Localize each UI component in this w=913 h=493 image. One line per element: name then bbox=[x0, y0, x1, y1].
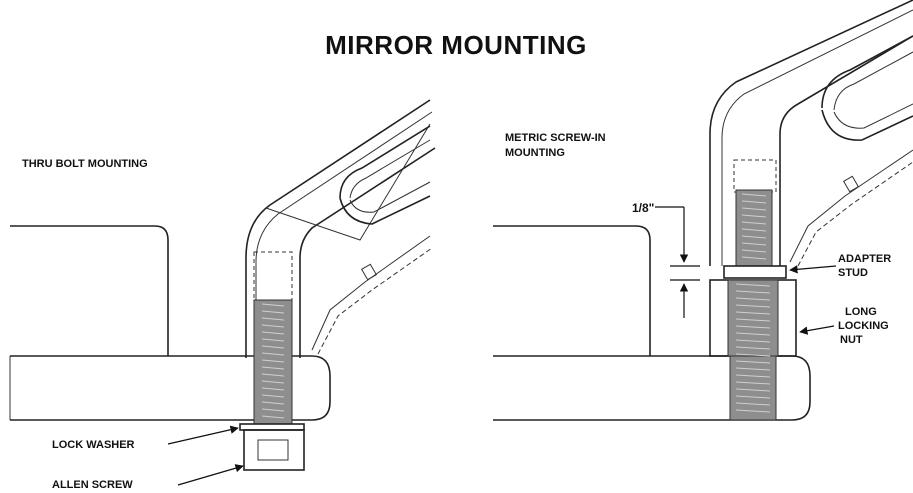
thread-tick bbox=[735, 381, 771, 385]
thread-tick bbox=[741, 249, 767, 253]
long-locking-nut bbox=[709, 279, 797, 421]
thread-tick bbox=[741, 193, 767, 197]
thread-tick bbox=[741, 207, 767, 211]
thread-tick bbox=[735, 339, 771, 343]
nut-label-line1: LONG bbox=[845, 306, 877, 318]
thread-tick bbox=[261, 387, 285, 391]
thread-tick bbox=[735, 290, 771, 294]
thread-tick bbox=[735, 409, 771, 413]
thread-tick bbox=[741, 200, 767, 204]
allen-screw-head bbox=[243, 429, 305, 471]
nut-arrow bbox=[799, 325, 835, 335]
thread-tick bbox=[261, 366, 285, 370]
left-base-plate bbox=[10, 355, 331, 421]
thread-tick bbox=[261, 401, 285, 405]
thread-tick bbox=[741, 242, 767, 246]
right-heading-line2: MOUNTING bbox=[505, 147, 565, 159]
thread-tick bbox=[261, 331, 285, 335]
left-mirror-housing bbox=[10, 225, 169, 356]
page-title: MIRROR MOUNTING bbox=[325, 30, 587, 60]
thread-tick bbox=[735, 353, 771, 357]
thread-tick bbox=[261, 359, 285, 363]
thread-tick bbox=[261, 380, 285, 384]
right-base-plate bbox=[493, 355, 811, 421]
adapter-label-line2: STUD bbox=[838, 267, 868, 279]
thread-tick bbox=[261, 415, 285, 419]
left-thru-bolt bbox=[253, 251, 293, 425]
thread-tick bbox=[261, 324, 285, 328]
right-panel: METRIC SCREW-IN MOUNTING bbox=[493, 0, 913, 421]
thread-tick bbox=[261, 310, 285, 314]
thread-tick bbox=[735, 360, 771, 364]
thread-tick bbox=[735, 297, 771, 301]
thread-tick bbox=[741, 214, 767, 218]
thread-tick bbox=[741, 228, 767, 232]
right-mirror-housing bbox=[493, 225, 651, 356]
adapter-label-line1: ADAPTER bbox=[838, 253, 891, 265]
thread-tick bbox=[261, 317, 285, 321]
left-panel: THRU BOLT MOUNTING LO bbox=[9, 99, 436, 491]
right-heading-line1: METRIC SCREW-IN bbox=[505, 132, 606, 144]
thread-tick bbox=[741, 221, 767, 225]
thread-tick bbox=[741, 235, 767, 239]
thread-tick bbox=[735, 332, 771, 336]
right-mirror-arm bbox=[709, 0, 913, 267]
thread-tick bbox=[741, 256, 767, 260]
thread-tick bbox=[735, 283, 771, 287]
thread-tick bbox=[261, 338, 285, 342]
lock-washer-label: LOCK WASHER bbox=[52, 439, 135, 451]
thread-tick bbox=[261, 303, 285, 307]
thread-tick bbox=[735, 395, 771, 399]
thread-tick bbox=[261, 373, 285, 377]
allen-screw-label: ALLEN SCREW bbox=[52, 479, 133, 491]
thread-tick bbox=[261, 408, 285, 412]
left-mirror-arm bbox=[245, 99, 436, 358]
thread-tick bbox=[735, 304, 771, 308]
thread-tick bbox=[735, 346, 771, 350]
dimension-label: 1/8" bbox=[632, 201, 654, 215]
lock-washer-arrow bbox=[167, 425, 239, 445]
thread-tick bbox=[261, 345, 285, 349]
lock-washer bbox=[239, 423, 305, 431]
thread-tick bbox=[735, 367, 771, 371]
thread-tick bbox=[735, 402, 771, 406]
thread-tick bbox=[735, 388, 771, 392]
left-heading: THRU BOLT MOUNTING bbox=[22, 158, 148, 170]
thread-tick bbox=[735, 374, 771, 378]
nut-label-line3: NUT bbox=[840, 334, 863, 346]
nut-label-line2: LOCKING bbox=[838, 320, 889, 332]
thread-tick bbox=[261, 352, 285, 356]
adapter-stud bbox=[723, 159, 787, 279]
thread-tick bbox=[735, 325, 771, 329]
thread-tick bbox=[735, 311, 771, 315]
adapter-arrow bbox=[789, 265, 837, 274]
allen-screw-arrow bbox=[177, 464, 244, 486]
thread-tick bbox=[261, 394, 285, 398]
thread-tick bbox=[735, 318, 771, 322]
